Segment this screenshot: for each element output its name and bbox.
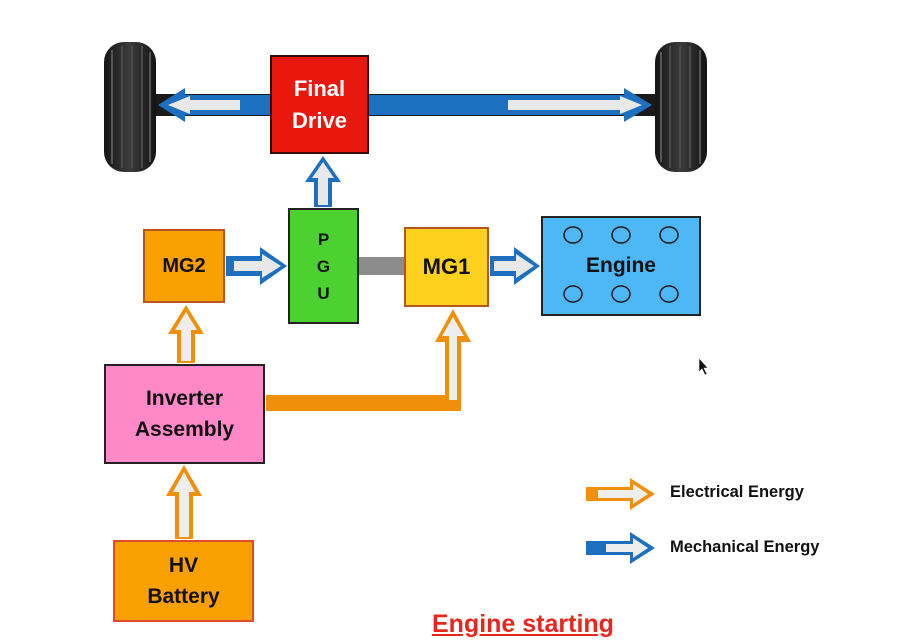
engine-label: Engine <box>585 254 656 277</box>
hv-battery-block: HV Battery <box>113 540 254 622</box>
elec-arrow-inverter-to-mg2 <box>168 305 204 363</box>
pgu-mg1-shaft <box>359 257 405 275</box>
elec-arrow-inverter-to-mg1 <box>266 309 471 411</box>
mech-arrow-mg1-to-engine <box>490 247 540 285</box>
pgu-label-g: G <box>316 256 331 276</box>
engine-block: Engine <box>541 216 701 316</box>
elec-arrow-battery-to-inverter <box>166 465 202 539</box>
final-drive-label-line1: Final <box>293 75 346 101</box>
diagram-caption: Engine starting <box>432 610 614 638</box>
cylinder-icon <box>563 285 583 303</box>
battery-label-line2: Battery <box>147 585 220 608</box>
inverter-label-line1: Inverter <box>145 387 224 410</box>
inverter-label-line2: Assembly <box>134 418 235 441</box>
mg2-block: MG2 <box>143 229 225 303</box>
legend-electrical-arrow <box>586 478 655 510</box>
cylinder-icon <box>659 226 679 244</box>
cylinder-icon <box>611 285 631 303</box>
cylinder-icon <box>659 285 679 303</box>
legend-mechanical-label: Mechanical Energy <box>670 538 820 556</box>
pgu-label-p: P <box>317 229 330 249</box>
pgu-label-u: U <box>317 283 330 303</box>
battery-label-line1: HV <box>168 554 199 577</box>
mech-arrow-to-right-wheel <box>369 88 652 122</box>
legend-electrical-label: Electrical Energy <box>670 483 804 501</box>
cylinder-icon <box>611 226 631 244</box>
cylinder-icon <box>563 226 583 244</box>
mg2-label: MG2 <box>162 254 206 277</box>
legend-mechanical-arrow <box>586 532 655 564</box>
final-drive-label-line2: Drive <box>291 107 348 133</box>
mech-arrow-to-left-wheel <box>158 88 270 122</box>
mech-arrow-pgu-to-final-drive <box>305 156 341 207</box>
mg1-block: MG1 <box>404 227 489 307</box>
left-wheel-icon <box>104 42 156 172</box>
mg1-label: MG1 <box>422 254 471 279</box>
right-wheel-icon <box>655 42 707 172</box>
mech-arrow-mg2-to-pgu <box>226 247 287 285</box>
pgu-block: P G U <box>288 208 359 324</box>
final-drive-block: Final Drive <box>270 55 369 154</box>
inverter-assembly-block: Inverter Assembly <box>104 364 265 464</box>
mouse-cursor-icon <box>698 357 709 376</box>
